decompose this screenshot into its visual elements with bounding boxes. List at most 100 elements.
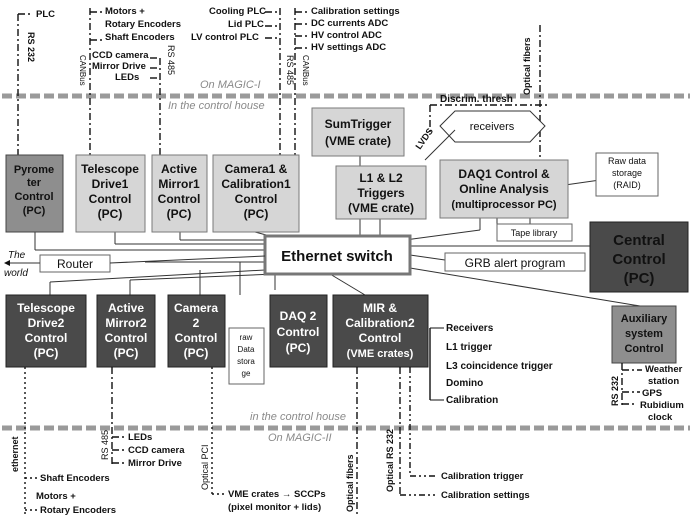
aux-item-rubidium: Rubidium	[640, 400, 684, 411]
central-control-box[interactable]: Central Control (PC)	[589, 221, 689, 293]
l1l2-line-2: Triggers	[357, 186, 405, 200]
ethernet-switch-box[interactable]: Ethernet switch	[263, 234, 412, 276]
grb-label: GRB alert program	[465, 256, 566, 270]
label-pixel-monitor: (pixel monitor + lids)	[228, 502, 321, 513]
receivers-box[interactable]: receivers	[439, 110, 546, 143]
mir-line-4: (VME crates)	[347, 348, 414, 360]
tel-drive2-line-2: Drive2	[28, 316, 65, 330]
pyrometer-box[interactable]: Pyrome ter Control (PC)	[5, 154, 64, 233]
label-calib-settings: Calibration settings	[311, 6, 400, 17]
label-leds-bottom: LEDs	[128, 432, 152, 443]
world-line-1: The	[8, 250, 26, 261]
amc2-line-4: (PC)	[114, 346, 139, 360]
raw-data2-line-3: stora	[237, 357, 255, 366]
telescope-drive2-box[interactable]: Telescope Drive2 Control (PC)	[5, 294, 87, 368]
camera2-line-3: Control	[175, 331, 218, 345]
camera2-line-4: (PC)	[184, 346, 209, 360]
daq1-line-1: DAQ1 Control &	[458, 167, 550, 181]
label-mirror-drive-bottom: Mirror Drive	[128, 458, 182, 469]
sumtrigger-box[interactable]: SumTrigger (VME crate)	[311, 107, 405, 157]
tel-drive1-line-3: Control	[89, 192, 132, 206]
sumtrigger-line-1: SumTrigger	[325, 117, 392, 131]
pyrometer-line-3: Control	[14, 191, 53, 203]
label-hvset-adc: HV settings ADC	[311, 42, 386, 53]
mir-item-domino: Domino	[446, 378, 483, 389]
raw-data2-line-1: raw	[240, 333, 253, 342]
raw-raid-box[interactable]: Raw data storage (RAID)	[595, 152, 659, 197]
active-mirror1-box[interactable]: Active Mirror1 Control (PC)	[151, 154, 208, 233]
label-leds: LEDs	[115, 72, 139, 83]
central-line-2: Control	[612, 251, 665, 268]
amc1-line-1: Active	[161, 162, 197, 176]
active-mirror2-box[interactable]: Active Mirror2 Control (PC)	[96, 294, 156, 368]
tape-library-box[interactable]: Tape library	[496, 223, 573, 242]
label-ccd: CCD camera	[92, 50, 149, 61]
pyrometer-line-4: (PC)	[23, 205, 46, 217]
amc1-line-2: Mirror1	[158, 177, 200, 191]
mir-calibration2-box[interactable]: MIR & Calibration2 Control (VME crates)	[332, 294, 429, 368]
label-rs232-top: RS 232	[26, 32, 36, 62]
label-on-magic1: On MAGIC-I	[200, 79, 261, 91]
amc1-line-4: (PC)	[167, 207, 192, 221]
label-canbus1: CANBus	[78, 55, 87, 86]
label-plc: PLC	[36, 9, 55, 20]
raw-data2-line-4: ge	[242, 369, 251, 378]
label-dc-adc: DC currents ADC	[311, 18, 388, 29]
label-on-magic2: On MAGIC-II	[268, 432, 332, 444]
camera1-line-2: Calibration1	[221, 177, 291, 191]
aux-item-gps: GPS	[642, 388, 662, 399]
daq2-box[interactable]: DAQ 2 Control (PC)	[269, 294, 328, 368]
mir-item-l1: L1 trigger	[446, 342, 492, 353]
label-optical-rs232: Optical RS 232	[385, 429, 395, 492]
top-wiring	[17, 8, 548, 160]
router-box[interactable]: Router	[39, 254, 111, 273]
label-ccd-bottom: CCD camera	[128, 445, 185, 456]
aux-peripherals: RS 232 Weather station GPS Rubidium cloc…	[610, 363, 684, 423]
amc2-line-2: Mirror2	[105, 316, 147, 330]
amc2-line-1: Active	[108, 301, 144, 315]
aux-line-2: system	[625, 328, 663, 340]
label-calib-trigger: Calibration trigger	[441, 471, 524, 482]
world-arrow-icon	[4, 260, 10, 266]
label-optical-top: Optical fibers	[522, 37, 532, 95]
lvds-link	[424, 129, 456, 161]
bottom-wiring	[24, 367, 438, 515]
camera2-box[interactable]: Camera 2 Control (PC)	[167, 294, 226, 368]
central-line-3: (PC)	[624, 270, 655, 287]
tape-label: Tape library	[511, 228, 558, 238]
label-rotary-bottom: Rotary Encoders	[40, 505, 116, 516]
label-calib-settings-bottom: Calibration settings	[441, 490, 530, 501]
label-cooling-plc: Cooling PLC	[209, 6, 266, 17]
grb-alert-box[interactable]: GRB alert program	[444, 252, 586, 272]
label-rotary: Rotary Encoders	[105, 19, 181, 30]
camera1-line-3: Control	[235, 192, 278, 206]
daq2-line-2: Control	[277, 325, 320, 339]
telescope-drive1-box[interactable]: Telescope Drive1 Control (PC)	[75, 154, 146, 233]
auxiliary-box[interactable]: Auxiliary system Control	[611, 305, 677, 364]
label-lvds: LVDS	[413, 126, 435, 151]
l1l2-box[interactable]: L1 & L2 Triggers (VME crate)	[335, 165, 427, 220]
label-hv-adc: HV control ADC	[311, 30, 382, 41]
daq1-box[interactable]: DAQ1 Control & Online Analysis (multipro…	[439, 159, 569, 219]
mir-list: Receivers L1 trigger L3 coincidence trig…	[429, 323, 553, 406]
label-control-house-top: In the control house	[168, 100, 265, 112]
camera1-line-4: (PC)	[244, 207, 269, 221]
label-discrim: Discrim. thresh	[440, 94, 513, 105]
pyrometer-line-1: Pyrome	[14, 164, 54, 176]
receivers-label: receivers	[470, 121, 515, 133]
ethernet-switch-label: Ethernet switch	[281, 248, 393, 265]
camera2-line-2: 2	[193, 316, 200, 330]
label-rs232-aux: RS 232	[610, 376, 620, 406]
daq1-line-2: Online Analysis	[459, 182, 549, 196]
camera1-box[interactable]: Camera1 & Calibration1 Control (PC)	[212, 154, 300, 233]
amc2-line-3: Control	[105, 331, 148, 345]
aux-item-weather: Weather	[645, 364, 683, 375]
camera2-line-1: Camera	[174, 301, 218, 315]
raid-line-2: storage	[612, 168, 642, 178]
sumtrigger-line-2: (VME crate)	[325, 134, 391, 148]
raw-data2-box[interactable]: raw Data stora ge	[228, 327, 265, 385]
label-lv-plc: LV control PLC	[191, 32, 259, 43]
tel-drive1-line-2: Drive1	[92, 177, 129, 191]
bottom-labels: ethernet RS 485 LEDs CCD camera Mirror D…	[10, 429, 530, 516]
